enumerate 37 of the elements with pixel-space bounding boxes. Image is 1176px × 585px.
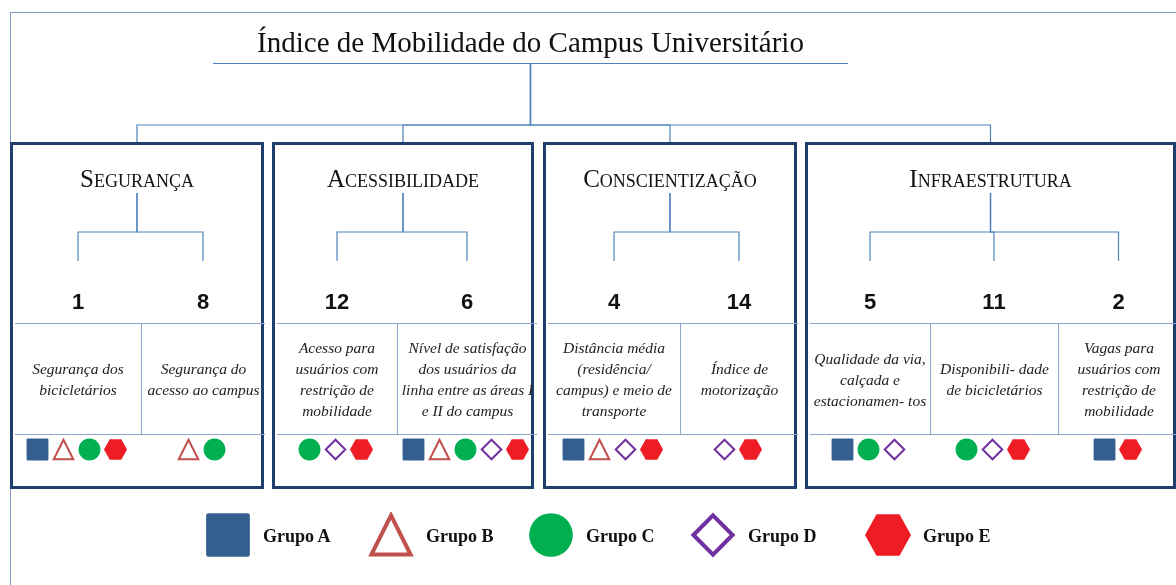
indicator-number: 5: [862, 289, 878, 315]
legend-label: Grupo B: [426, 526, 494, 547]
indicator-number: 14: [725, 289, 753, 315]
category-panel: [805, 142, 1176, 489]
indicator-number: 12: [323, 289, 351, 315]
indicator-description: Qualidade da via, calçada e estacionamen- tos: [810, 323, 930, 435]
connector-line: [402, 192, 468, 262]
indicator-description: Distância média (residência/ campus) e meio de transporte: [548, 323, 680, 435]
indicator-description: Acesso para usuários com restrição de mobilidade: [277, 323, 397, 435]
indicator-description: Índice de motorização: [680, 323, 798, 435]
indicator-number: 4: [606, 289, 622, 315]
title-heading: Índice de Mobilidade do Campus Universitário: [213, 22, 848, 64]
indicator-number: 1: [70, 289, 86, 315]
legend-label: Grupo A: [263, 526, 331, 547]
indicator-description: Nível de satisfação dos usuários da linha entre as áreas I e II do campus: [397, 323, 537, 435]
indicator-description: Vagas para usuários com restrição de mobilidade: [1058, 323, 1176, 435]
indicator-number: 6: [459, 289, 475, 315]
category-panel: [10, 142, 264, 489]
indicator-description: Segurança do acesso ao campus: [141, 323, 265, 435]
indicator-description: Segurança dos bicicletários: [15, 323, 141, 435]
category-heading: Segurança: [79, 165, 195, 193]
connector-line: [669, 192, 740, 262]
indicator-description: Disponibili- dade de bicicletários: [930, 323, 1058, 435]
legend-label: Grupo D: [748, 526, 817, 547]
category-heading: Infraestrutura: [908, 165, 1073, 193]
category-panel: [543, 142, 797, 489]
connector-line: [529, 63, 992, 143]
legend-label: Grupo E: [923, 526, 991, 547]
category-heading: Conscientização: [582, 165, 758, 193]
legend-label: Grupo C: [586, 526, 655, 547]
indicator-number: 2: [1111, 289, 1126, 315]
indicator-number: 8: [195, 289, 211, 315]
indicator-number: 11: [981, 289, 1007, 315]
category-heading: Acessibilidade: [325, 165, 481, 193]
connector-line: [989, 192, 1120, 262]
connector-line: [136, 192, 204, 262]
category-panel: [272, 142, 534, 489]
